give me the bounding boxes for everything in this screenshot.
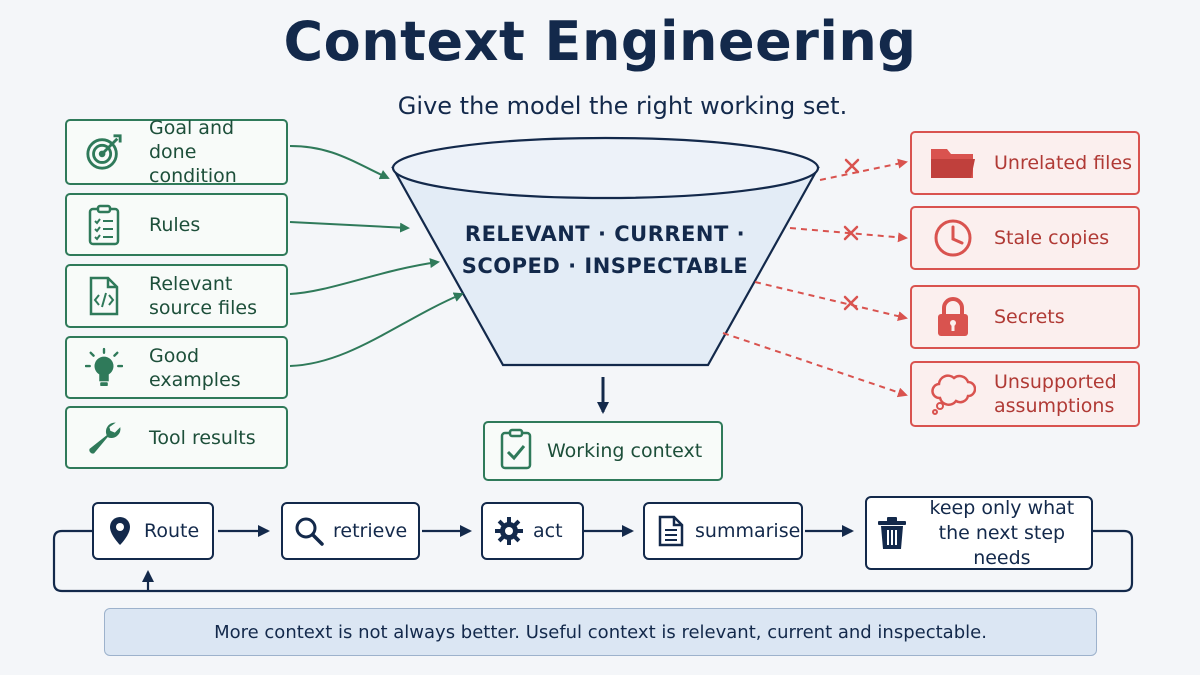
input-box-goal: Goal and done condition: [65, 117, 288, 187]
document-icon: [645, 515, 689, 547]
funnel-line-1: RELEVANT · CURRENT ·: [464, 222, 746, 246]
code-file-icon: [67, 266, 123, 326]
location-pin-icon: [94, 515, 138, 547]
input-arrow-goal: [289, 145, 390, 180]
input-label-tools: Tool results: [149, 426, 256, 449]
thought-cloud-icon: [912, 363, 980, 425]
step-label-route: Route: [144, 520, 200, 542]
input-box-source: Relevant source files: [65, 264, 288, 328]
input-label-source: Relevant source files: [149, 273, 257, 319]
excluded-label-secrets: Secrets: [994, 306, 1065, 328]
step-retrieve: retrieve: [281, 502, 420, 560]
funnel-line-2: SCOPED · INSPECTABLE: [461, 254, 749, 278]
excluded-box-unrelated: Unrelated files: [910, 131, 1140, 195]
step-act: act: [481, 502, 584, 560]
input-arrow-rules: [289, 221, 410, 233]
x-mark-icon: [843, 295, 859, 311]
loop-return-line: [52, 529, 1134, 593]
wrench-icon: [67, 408, 123, 467]
input-arrow-source: [289, 258, 440, 295]
clipboard-check-icon: [485, 428, 533, 475]
trash-icon: [867, 516, 909, 550]
lock-icon: [912, 287, 980, 347]
working-context-box: Working context: [483, 421, 723, 481]
input-arrow-examples: [289, 292, 464, 367]
funnel-rim: [391, 136, 820, 200]
input-label-examples: Good examples: [149, 344, 241, 391]
reject-arrow-assumptions: [722, 332, 908, 398]
excluded-label-assumptions: Unsupported assumptions: [994, 371, 1117, 417]
input-box-tools: Tool results: [65, 406, 288, 469]
page-subtitle: Give the model the right working set.: [397, 92, 848, 120]
step-label-keep-only: keep only what the next step needs: [929, 496, 1075, 569]
input-label-goal: Goal and done condition: [149, 117, 237, 187]
folder-icon: [912, 133, 980, 193]
step-summarise: summarise: [643, 502, 803, 560]
search-icon: [283, 516, 327, 546]
x-mark-icon: [844, 158, 860, 174]
step-label-summarise: summarise: [695, 520, 801, 542]
excluded-box-stale: Stale copies: [910, 206, 1140, 270]
excluded-box-secrets: Secrets: [910, 285, 1140, 349]
input-label-rules: Rules: [149, 213, 201, 236]
input-box-examples: Good examples: [65, 336, 288, 399]
x-mark-icon: [843, 225, 859, 241]
step-keep-only: keep only what the next step needs: [865, 496, 1093, 570]
working-context-label: Working context: [547, 440, 703, 462]
lightbulb-icon: [67, 338, 123, 397]
checklist-icon: [67, 195, 123, 254]
step-label-act: act: [533, 520, 563, 542]
gear-icon: [483, 516, 527, 546]
excluded-label-unrelated: Unrelated files: [994, 152, 1133, 174]
input-box-rules: Rules: [65, 193, 288, 256]
reject-arrow-secrets: [754, 281, 908, 322]
reject-arrow-unrelated: [819, 158, 908, 181]
reject-arrow-stale: [789, 227, 908, 243]
excluded-box-assumptions: Unsupported assumptions: [910, 361, 1140, 427]
page-title: Context Engineering: [283, 10, 917, 73]
step-route: Route: [92, 502, 214, 560]
clock-icon: [912, 208, 980, 268]
step-label-retrieve: retrieve: [333, 520, 408, 542]
excluded-label-stale: Stale copies: [994, 227, 1110, 249]
funnel-criteria: RELEVANT · CURRENT · SCOPED · INSPECTABL…: [440, 218, 770, 282]
target-icon: [67, 121, 123, 183]
footer-note: More context is not always better. Usefu…: [104, 608, 1097, 656]
